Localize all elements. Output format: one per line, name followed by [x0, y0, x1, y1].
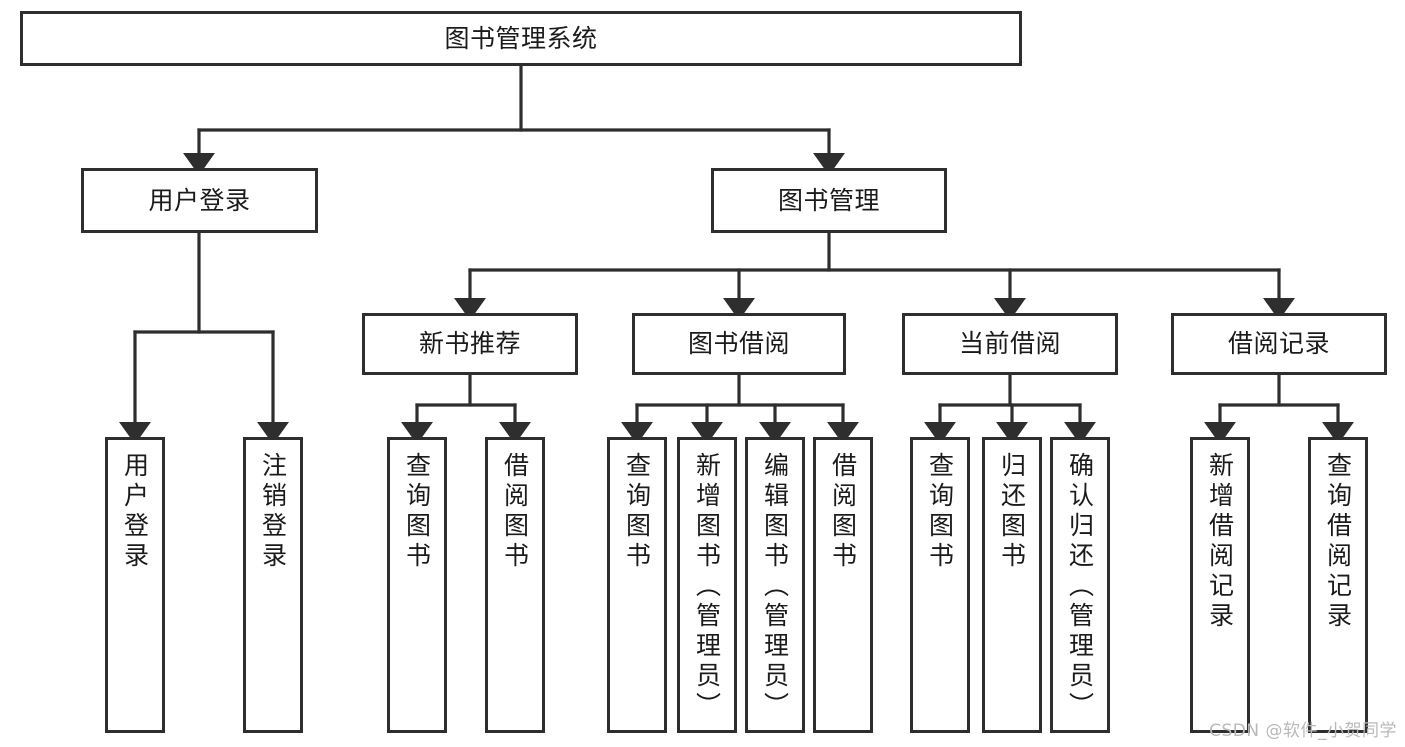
leaf-edit-book-admin[interactable]: 编辑图书（管理员）	[745, 437, 805, 733]
leaf-add-borrow-record-label: 新增借阅记录	[1205, 452, 1235, 632]
leaf-query-book-recommend-label: 查询图书	[402, 452, 432, 572]
node-current-borrow[interactable]: 当前借阅	[902, 313, 1118, 375]
node-new-book-recommend-label: 新书推荐	[418, 329, 521, 359]
leaf-borrow-book[interactable]: 借阅图书	[813, 437, 873, 733]
node-book-management-label: 图书管理	[777, 185, 880, 215]
leaf-query-borrow-record[interactable]: 查询借阅记录	[1308, 437, 1368, 733]
node-book-management[interactable]: 图书管理	[711, 168, 947, 233]
leaf-query-book-recommend[interactable]: 查询图书	[387, 437, 447, 733]
node-current-borrow-label: 当前借阅	[958, 329, 1061, 359]
leaf-add-book-admin[interactable]: 新增图书（管理员）	[677, 437, 737, 733]
leaf-user-login-label: 用户登录	[120, 452, 150, 572]
node-book-borrow[interactable]: 图书借阅	[632, 313, 846, 375]
node-user-login[interactable]: 用户登录	[81, 168, 318, 233]
node-user-login-label: 用户登录	[148, 185, 251, 215]
node-borrow-record-label: 借阅记录	[1227, 329, 1330, 359]
leaf-borrow-book-recommend[interactable]: 借阅图书	[485, 437, 545, 733]
leaf-add-book-admin-label: 新增图书（管理员）	[692, 452, 722, 722]
leaf-borrow-book-label: 借阅图书	[828, 452, 858, 572]
leaf-confirm-return-admin[interactable]: 确认归还（管理员）	[1050, 437, 1110, 733]
node-root-system[interactable]: 图书管理系统	[20, 11, 1022, 66]
leaf-query-borrow-record-label: 查询借阅记录	[1323, 452, 1353, 632]
node-new-book-recommend[interactable]: 新书推荐	[362, 313, 578, 375]
node-book-borrow-label: 图书借阅	[687, 329, 790, 359]
leaf-confirm-return-admin-label: 确认归还（管理员）	[1065, 452, 1095, 722]
leaf-logout[interactable]: 注销登录	[243, 437, 303, 733]
leaf-borrow-book-recommend-label: 借阅图书	[500, 452, 530, 572]
leaf-edit-book-admin-label: 编辑图书（管理员）	[760, 452, 790, 722]
node-borrow-record[interactable]: 借阅记录	[1171, 313, 1387, 375]
leaf-query-book-current-label: 查询图书	[925, 452, 955, 572]
leaf-add-borrow-record[interactable]: 新增借阅记录	[1190, 437, 1250, 733]
leaf-return-book-label: 归还图书	[997, 452, 1027, 572]
leaf-user-login[interactable]: 用户登录	[105, 437, 165, 733]
leaf-logout-label: 注销登录	[258, 452, 288, 572]
leaf-return-book[interactable]: 归还图书	[982, 437, 1042, 733]
leaf-query-book-current[interactable]: 查询图书	[910, 437, 970, 733]
leaf-query-book-borrow[interactable]: 查询图书	[607, 437, 667, 733]
node-root-system-label: 图书管理系统	[444, 23, 598, 53]
leaf-query-book-borrow-label: 查询图书	[622, 452, 652, 572]
